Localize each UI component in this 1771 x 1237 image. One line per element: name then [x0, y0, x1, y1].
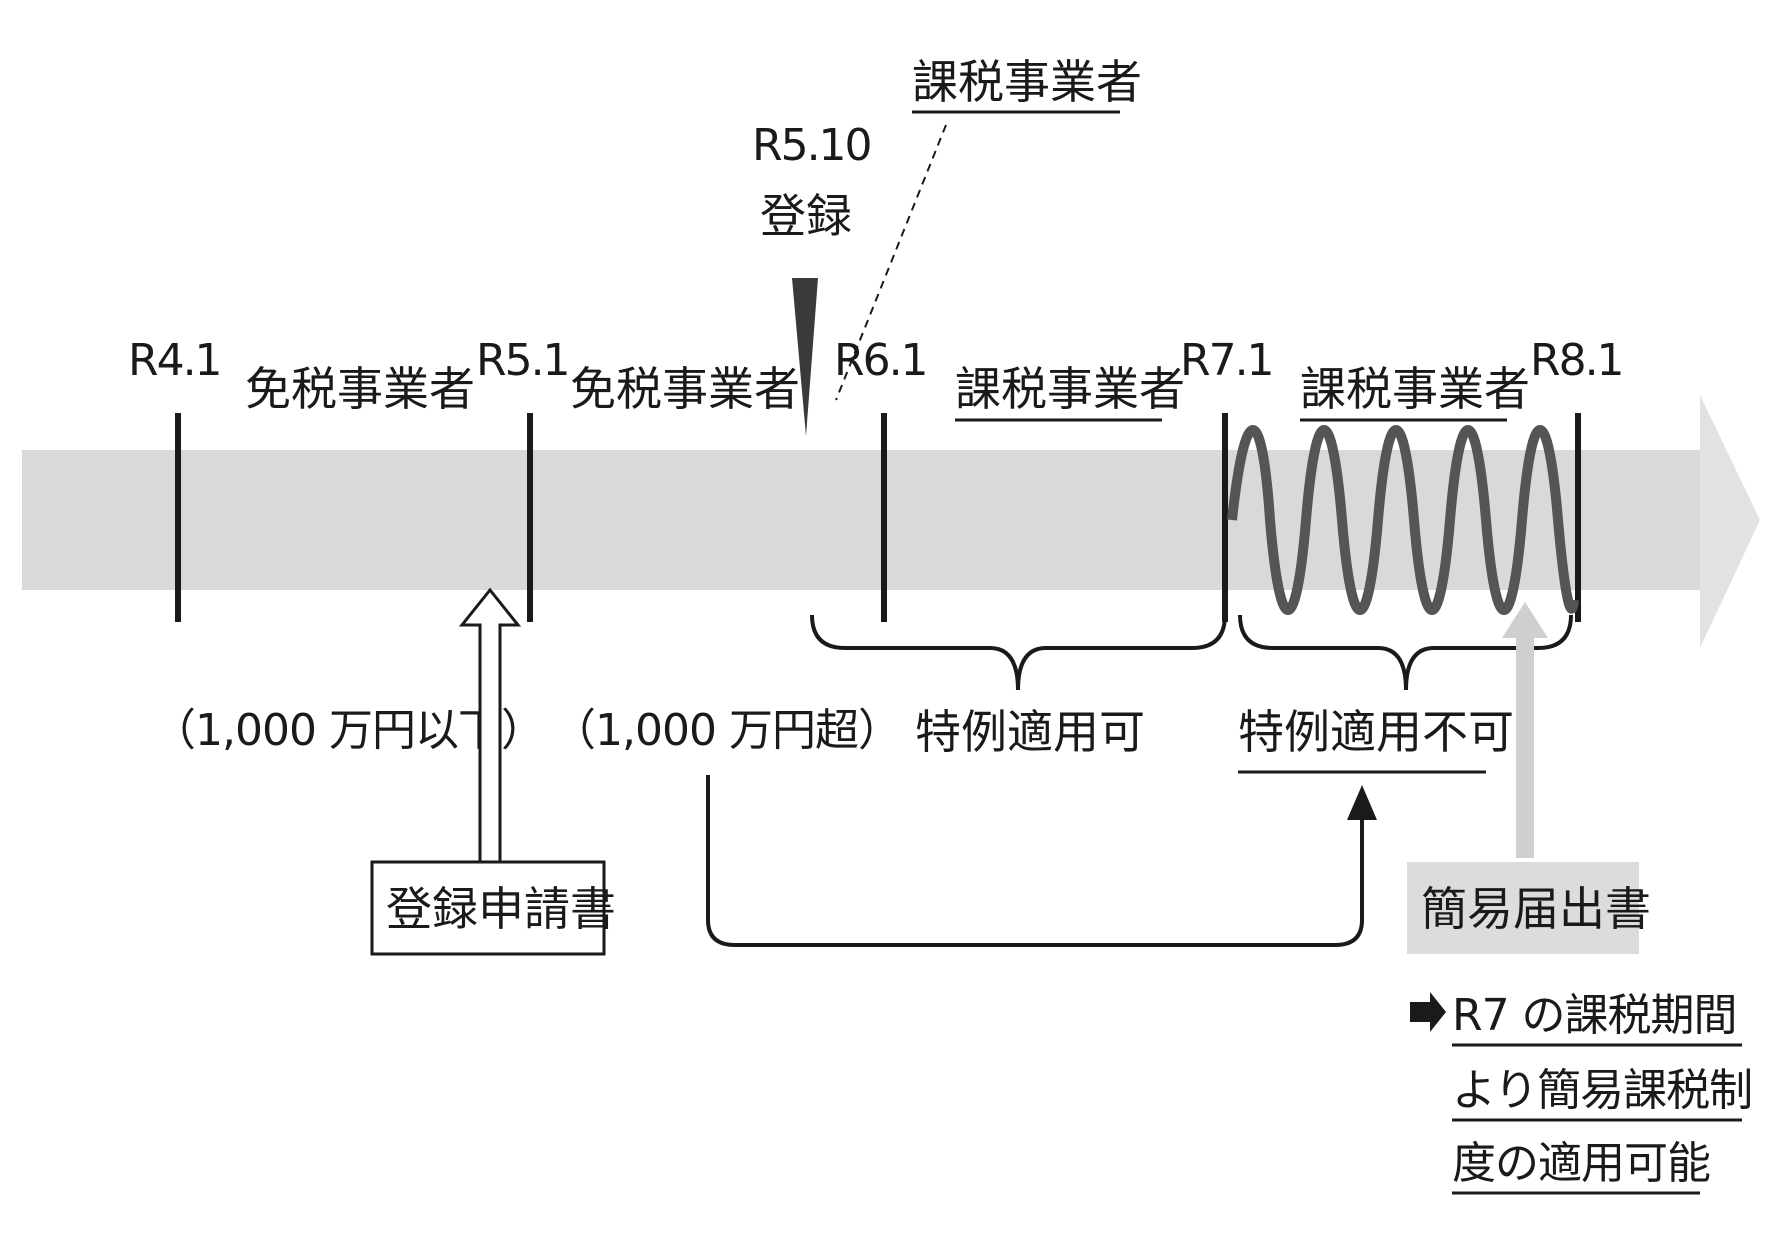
result-line-1: R7 の課税期間: [1452, 990, 1737, 1041]
coil-wave: [1227, 425, 1579, 615]
date-r8-1: R8.1: [1530, 335, 1623, 386]
label-taxable-top: 課税事業者: [912, 55, 1142, 109]
arrow-shaft-simplified: [1516, 632, 1534, 858]
arrow-head-simplified: [1502, 602, 1548, 638]
label-taxable-r7: 課税事業者: [1300, 362, 1530, 416]
label-exempt-2: 免税事業者: [570, 362, 800, 416]
date-r7-1: R7.1: [1180, 335, 1273, 386]
box-simplified-form: [1407, 862, 1639, 954]
brace-special-allowed: [810, 614, 1227, 691]
label-registration-form: 登録申請書: [386, 882, 616, 936]
label-taxable-r6: 課税事業者: [955, 362, 1185, 416]
date-r5-1: R5.1: [476, 335, 569, 386]
label-exempt-1: 免税事業者: [245, 362, 475, 416]
connector-arrowhead: [1347, 785, 1377, 820]
brace-special-not-allowed: [1238, 614, 1573, 691]
date-r4-1: R4.1: [128, 335, 221, 386]
date-r6-1: R6.1: [834, 335, 927, 386]
arrow-registration-form: [458, 587, 522, 862]
label-registration: 登録: [760, 189, 852, 243]
box-registration-form: [370, 860, 606, 956]
registration-wedge: [792, 278, 818, 436]
result-line-2: より簡易課税制: [1452, 1065, 1752, 1116]
label-special-not-allowed: 特例適用不可: [1238, 705, 1514, 759]
label-simplified-form: 簡易届出書: [1421, 882, 1651, 936]
dashed-leader: [835, 124, 947, 401]
connector-line: [706, 775, 1364, 947]
note-sales-over: （1,000 万円超）: [552, 705, 901, 756]
date-r5-10: R5.10: [752, 120, 871, 171]
result-line-3: 度の適用可能: [1452, 1138, 1710, 1189]
label-special-allowed: 特例適用可: [915, 705, 1145, 759]
result-arrow-icon: [1410, 992, 1446, 1032]
timeline-band: [22, 395, 1760, 648]
